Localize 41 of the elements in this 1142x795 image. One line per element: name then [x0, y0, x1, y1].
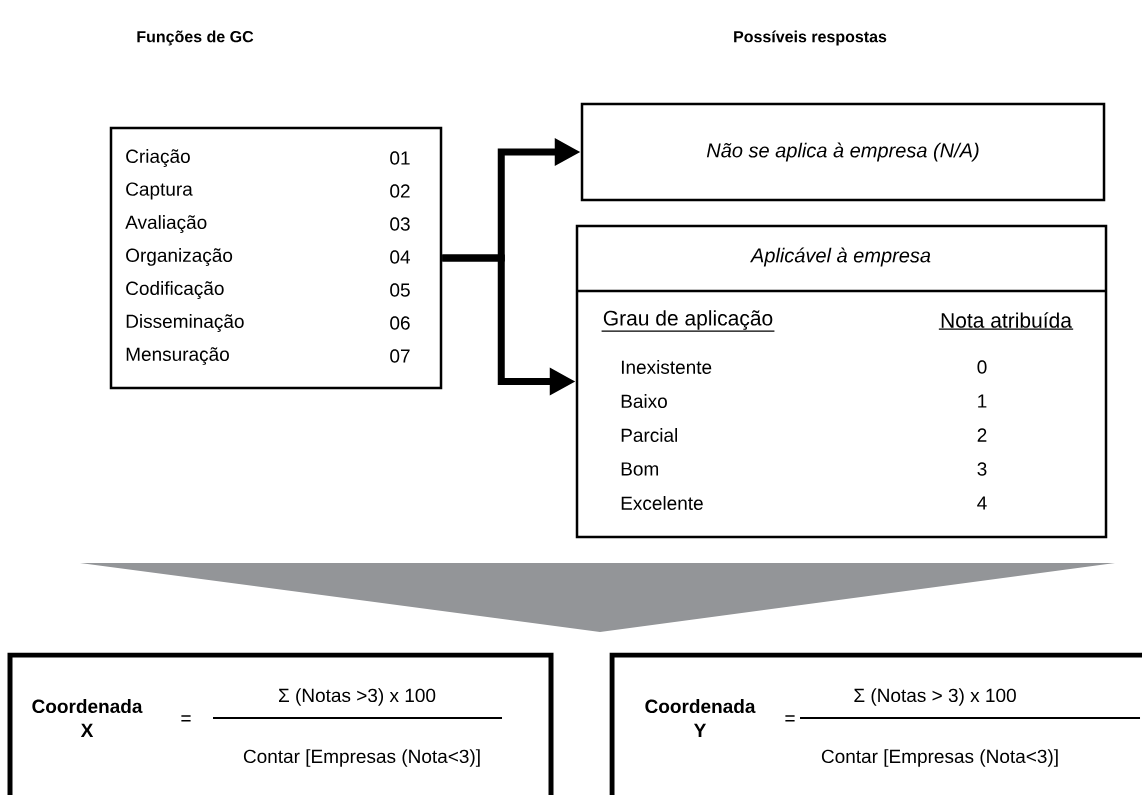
fraction: Σ (Notas > 3) x 100 Contar [Empresas (Nota<3)]: [799, 688, 1141, 767]
grade-name: Excelente: [621, 496, 703, 510]
function-code: 04: [390, 250, 410, 264]
grade-value: 1: [978, 394, 987, 408]
function-name: Criação: [126, 149, 190, 167]
grade-name: Baixo: [621, 394, 667, 408]
equals-sign: =: [181, 715, 191, 722]
grade-value: 3: [977, 462, 987, 476]
column-heading: Funções de GC: [137, 30, 254, 46]
function-code: 02: [390, 184, 410, 198]
function-code: 07: [390, 349, 410, 363]
grade-value: 4: [977, 496, 987, 510]
formula-box: [609, 652, 1142, 795]
column-header: Nota atribuída: [938, 312, 1074, 330]
grade-value: 2: [977, 428, 987, 442]
grade-value: 0: [977, 360, 987, 374]
function-name: Avaliação: [125, 215, 207, 233]
function-name: Disseminação: [126, 314, 244, 332]
response-text: Não se aplica à empresa (N/A): [706, 142, 979, 162]
function-code: 06: [390, 316, 410, 330]
response-box: [580, 102, 1106, 202]
function-name: Captura: [126, 182, 193, 200]
function-name: Organização: [126, 248, 233, 266]
column-header: Grau de aplicação: [601, 310, 776, 332]
function-name: Mensuração: [126, 347, 229, 365]
function-code: 03: [390, 217, 410, 231]
coordinate-label: Coordenada Y: [645, 699, 756, 737]
grade-name: Bom: [621, 462, 658, 476]
grade-name: Inexistente: [621, 360, 712, 374]
column-heading: Possíveis respostas: [734, 30, 887, 46]
function-code: 01: [390, 151, 410, 165]
function-code: 05: [390, 283, 410, 297]
function-name: Codificação: [126, 281, 224, 299]
coordinate-label: Coordenada X: [32, 699, 143, 737]
equals-sign: =: [785, 715, 795, 722]
response-text: Aplicável à empresa: [750, 247, 931, 267]
response-table-box: [575, 224, 1108, 539]
formula-box: [7, 652, 554, 795]
function-list-box: [109, 126, 443, 390]
grade-name: Parcial: [621, 428, 677, 442]
fraction: Σ (Notas >3) x 100 Contar [Empresas (Nota<3)]: [212, 688, 503, 767]
